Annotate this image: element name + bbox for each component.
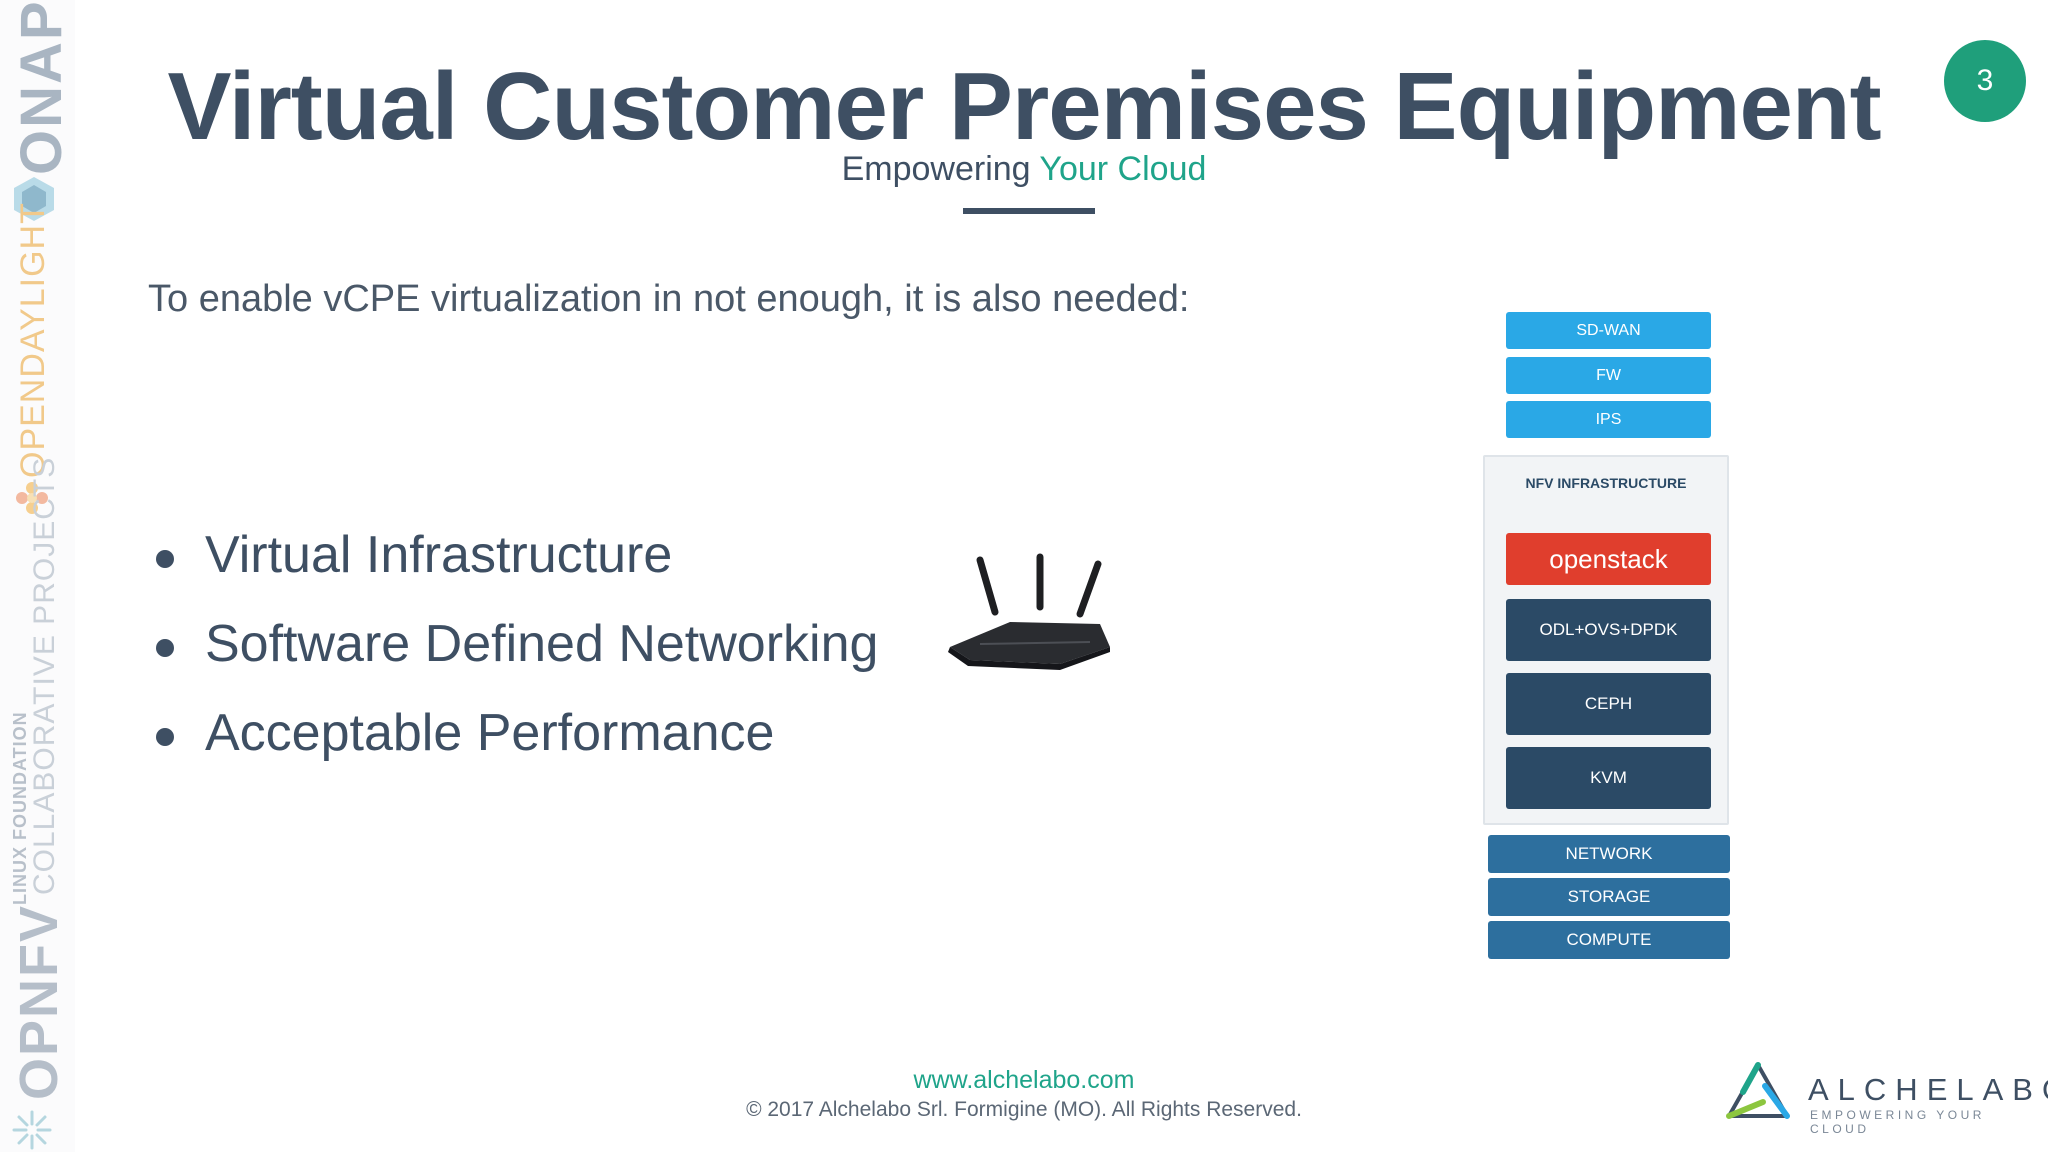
stack-box-storage: STORAGE [1488,878,1730,916]
slide-subtitle: Empowering Your Cloud [0,150,2048,189]
bullet-item: Software Defined Networking [150,609,878,698]
opnfv-spark-icon [12,1110,52,1150]
stack-box-compute: COMPUTE [1488,921,1730,959]
footer-copyright: © 2017 Alchelabo Srl. Formigine (MO). Al… [746,1098,1302,1121]
bullet-item: Virtual Infrastructure [150,520,878,609]
subtitle-prefix: Empowering [841,150,1040,188]
stack-box-network: NETWORK [1488,835,1730,873]
opendaylight-logo-text: OPENDAYLIGHT [14,202,52,478]
bullet-list: Virtual Infrastructure Software Defined … [150,520,878,787]
stack-box-fw: FW [1506,357,1711,394]
subtitle-accent: Your Cloud [1039,150,1207,188]
onap-hexagon-icon [14,177,54,221]
stack-box-ips: IPS [1506,401,1711,438]
collaborative-projects-text: COLLABORATIVE PROJECTS [28,456,61,895]
brand-name: ALCHELABO [1808,1072,2048,1107]
stack-box-sd-wan: SD-WAN [1506,312,1711,349]
page-number-badge: 3 [1944,40,2026,122]
alchelabo-logo-icon [1726,1062,1790,1119]
stack-box-ceph: CEPH [1506,673,1711,735]
brand-tagline: EMPOWERING YOUR CLOUD [1810,1108,1985,1136]
stack-box-kvm: KVM [1506,747,1711,809]
title-underline [963,208,1095,214]
stack-box-odl-ovs-dpdk: ODL+OVS+DPDK [1506,599,1711,661]
bullet-item: Acceptable Performance [150,698,878,787]
slide-title: Virtual Customer Premises Equipment [167,53,1881,160]
intro-text: To enable vCPE virtualization in not eno… [148,278,1190,320]
opendaylight-flower-icon [16,482,48,514]
router-icon [948,553,1110,670]
stack-box-openstack: openstack [1506,533,1711,585]
footer-website-link[interactable]: www.alchelabo.com [913,1066,1135,1094]
nfv-infrastructure-label: NFV INFRASTRUCTURE [1525,475,1687,491]
